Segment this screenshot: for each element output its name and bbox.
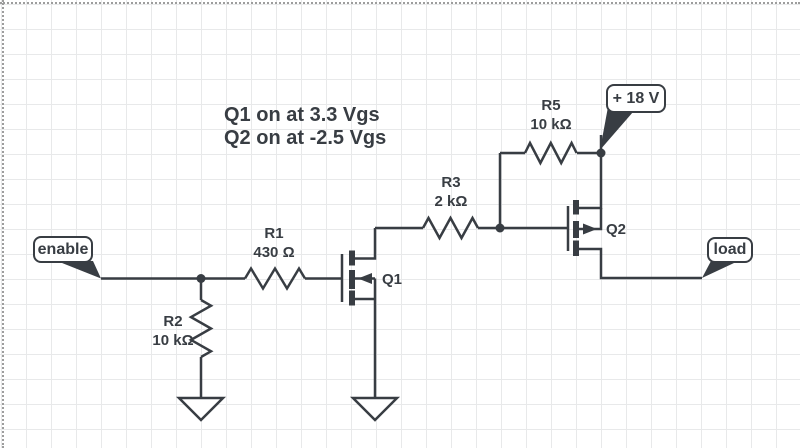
r1-name: R1 — [264, 225, 284, 242]
ground-icon[interactable] — [349, 396, 401, 422]
voltage-flag-supply[interactable]: + 18 V — [606, 84, 666, 113]
q1-label[interactable]: Q1 — [382, 271, 402, 288]
enable-flag-label: enable — [37, 240, 89, 258]
q2-label[interactable]: Q2 — [606, 221, 626, 238]
wire-q1-drain-net[interactable] — [375, 153, 568, 230]
net-flag-enable[interactable]: enable — [33, 236, 93, 263]
r5-label[interactable]: R5 10 kΩ — [501, 96, 601, 134]
node-dot — [495, 223, 505, 233]
supply-flag-label: + 18 V — [612, 89, 660, 107]
resistor-r5[interactable] — [500, 140, 601, 166]
node-dot — [196, 274, 206, 283]
mosfet-q1[interactable] — [340, 228, 377, 398]
load-flag-tail — [702, 261, 734, 278]
r3-label[interactable]: R3 2 kΩ — [401, 173, 501, 211]
mosfet-q2[interactable] — [566, 153, 702, 280]
r1-label[interactable]: R1 430 Ω — [224, 224, 324, 262]
resistor-r1[interactable] — [243, 266, 307, 291]
r2-value: 10 kΩ — [152, 332, 194, 349]
net-flag-load[interactable]: load — [707, 237, 753, 263]
r2-label[interactable]: R2 10 kΩ — [123, 312, 223, 350]
enable-flag-tail — [52, 259, 101, 279]
r2-name: R2 — [163, 313, 183, 330]
node-dot — [596, 148, 606, 158]
r3-value: 2 kΩ — [434, 193, 468, 210]
r3-name: R3 — [441, 174, 461, 191]
q1-arrow-icon — [358, 273, 372, 284]
page-border-left — [2, 0, 4, 448]
supply-flag-tail — [600, 107, 633, 150]
r1-value: 430 Ω — [253, 244, 295, 261]
q1-name: Q1 — [382, 271, 403, 288]
r5-value: 10 kΩ — [530, 116, 572, 133]
q2-arrow-icon — [583, 223, 597, 235]
annotation-line-2: Q2 on at -2.5 Vgs — [224, 127, 387, 149]
resistor-r3[interactable] — [421, 215, 480, 241]
ground-icon[interactable] — [175, 396, 227, 422]
page-border-top — [0, 2, 800, 4]
load-flag-label: load — [713, 241, 747, 258]
annotation-text[interactable]: Q1 on at 3.3 Vgs Q2 on at -2.5 Vgs — [224, 104, 386, 150]
q2-name: Q2 — [606, 221, 627, 238]
r5-name: R5 — [541, 97, 561, 114]
annotation-line-1: Q1 on at 3.3 Vgs — [224, 104, 380, 126]
